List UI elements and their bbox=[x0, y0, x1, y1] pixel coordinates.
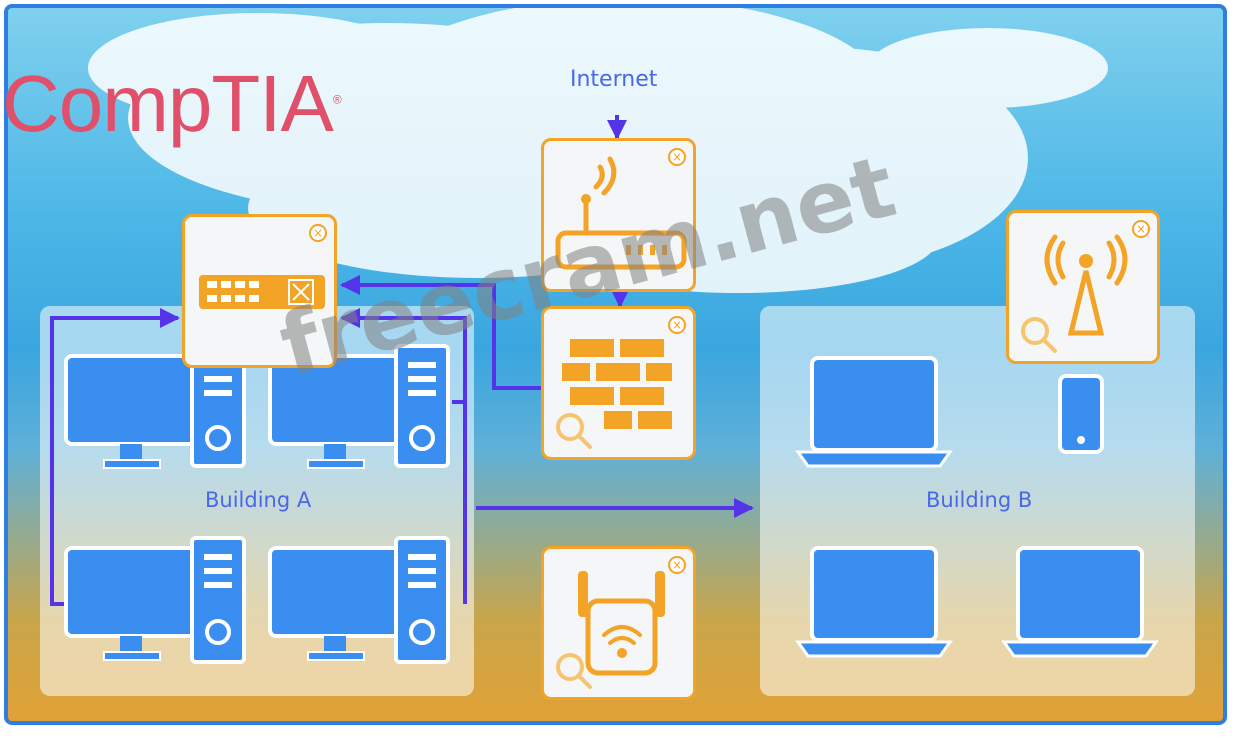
close-icon[interactable]: × bbox=[1132, 220, 1150, 238]
smartphone-icon[interactable] bbox=[1058, 374, 1104, 454]
desktop-icon[interactable] bbox=[268, 344, 450, 469]
search-icon bbox=[1021, 317, 1057, 353]
router-device[interactable]: × bbox=[541, 138, 696, 292]
internet-label: Internet bbox=[570, 67, 658, 92]
building-b-label: Building B bbox=[926, 488, 1033, 512]
desktop-icon[interactable] bbox=[268, 536, 450, 664]
search-icon bbox=[556, 413, 592, 449]
close-icon[interactable]: × bbox=[668, 316, 686, 334]
switch-device[interactable]: × bbox=[182, 214, 337, 368]
close-icon[interactable]: × bbox=[668, 148, 686, 166]
comptia-logo: CompTIA® bbox=[2, 59, 342, 148]
wifi-extender-device[interactable]: × bbox=[541, 546, 696, 700]
firewall-icon bbox=[556, 339, 672, 449]
switch-building-a-left bbox=[50, 308, 180, 402]
desktop-icon[interactable] bbox=[64, 536, 246, 664]
desktop-icon[interactable] bbox=[64, 344, 246, 469]
wireless-ap-device[interactable]: × bbox=[1006, 210, 1160, 364]
firewall-device[interactable]: × bbox=[541, 306, 696, 460]
firewall-switch-link bbox=[340, 275, 544, 390]
close-icon[interactable]: × bbox=[309, 224, 327, 242]
router-icon bbox=[555, 156, 687, 270]
switch-icon bbox=[199, 275, 325, 309]
building-a-label: Building A bbox=[205, 488, 312, 512]
antenna-tower-icon bbox=[1021, 234, 1128, 353]
building-a-left-bottom bbox=[50, 402, 66, 606]
laptop-icon[interactable] bbox=[795, 546, 953, 658]
search-icon bbox=[556, 653, 592, 689]
switch-building-a-right bbox=[340, 308, 467, 604]
laptop-icon[interactable] bbox=[795, 356, 953, 468]
close-icon[interactable]: × bbox=[668, 556, 686, 574]
laptop-icon[interactable] bbox=[1001, 546, 1159, 658]
wifi-extender-icon bbox=[556, 571, 665, 689]
